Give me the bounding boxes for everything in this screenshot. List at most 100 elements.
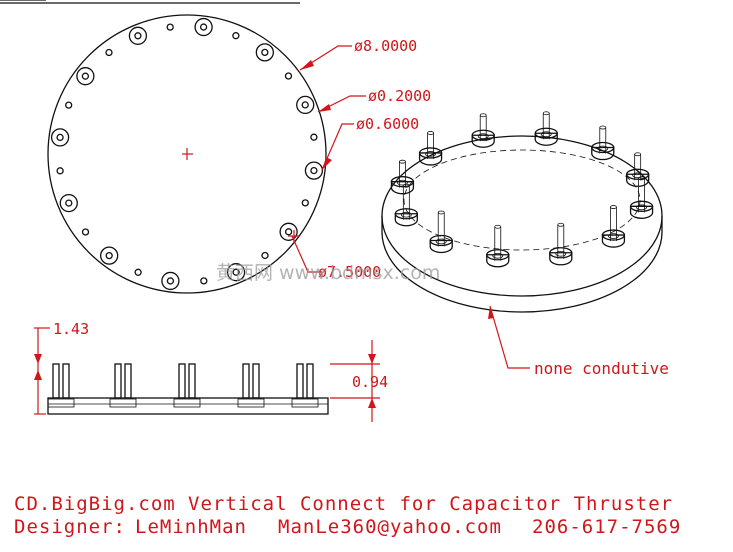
outer-diameter-label: ø8.0000: [354, 37, 417, 55]
outer-diameter-dimension: ø8.0000: [299, 37, 417, 71]
iso-socket-hole: [425, 151, 436, 157]
isometric-view: [381, 111, 663, 313]
large-hole: [128, 26, 148, 45]
drawing-title: Vertical Connect for Capacitor Thruster: [188, 493, 673, 515]
iso-pin-cap: [542, 111, 550, 116]
iso-pin-cap: [634, 152, 642, 157]
iso-socket-rim: [549, 247, 573, 259]
large-hole: [194, 17, 213, 37]
side-socket: [47, 398, 75, 408]
iso-socket: [418, 152, 443, 166]
large-hole-core: [310, 166, 318, 175]
large-hole-core: [65, 199, 73, 207]
side-socket: [237, 398, 265, 408]
iso-socket-rim: [418, 147, 443, 159]
iso-socket-rim: [486, 249, 510, 261]
iso-socket: [486, 254, 510, 268]
iso-socket-rim: [534, 127, 558, 139]
iso-socket: [601, 234, 626, 248]
side-view: 1.43 0.94: [34, 320, 388, 422]
large-hole-core: [284, 228, 293, 236]
side-socket: [291, 398, 319, 408]
center-mark: [182, 148, 193, 160]
iso-pin-cap: [399, 159, 406, 164]
iso-socket: [591, 146, 615, 161]
top-view-plate: [47, 14, 327, 294]
iso-socket: [626, 173, 650, 187]
large-hole-core: [56, 133, 64, 142]
large-hole-dimension: ø0.6000: [321, 115, 419, 171]
iso-socket: [534, 132, 558, 146]
designer-phone: 206-617-7569: [532, 516, 681, 538]
designer-name: LeMinhMan: [135, 516, 247, 538]
large-hole-core: [166, 277, 175, 285]
designer-label: Designer:: [14, 516, 126, 538]
iso-pin-cap: [610, 205, 617, 209]
iso-socket-rim: [471, 129, 495, 141]
iso-pin-cap: [557, 222, 565, 227]
small-hole: [261, 251, 269, 260]
iso-pin-cap: [494, 224, 502, 229]
iso-socket-hole: [397, 179, 408, 186]
bolt-circle-dimension: ø7.5000: [288, 230, 381, 281]
iso-socket-hole: [435, 238, 447, 245]
small-hole: [134, 268, 142, 276]
side-pin: [52, 363, 60, 399]
iso-socket-hole: [608, 233, 619, 239]
iso-socket: [429, 239, 453, 254]
side-pin: [252, 363, 260, 399]
bolt-circle-label: ø7.5000: [318, 263, 381, 281]
small-hole: [81, 228, 90, 236]
iso-pin-cap: [437, 210, 445, 215]
large-hole: [76, 67, 95, 86]
small-hole: [105, 48, 113, 57]
side-view-pins: [47, 363, 319, 408]
iso-socket-hole: [632, 172, 644, 179]
large-hole: [304, 161, 324, 180]
title-block: CD.BigBig.com Vertical Connect for Capac…: [14, 493, 681, 538]
iso-socket-hole: [492, 252, 504, 259]
large-hole: [50, 128, 70, 147]
top-view-hole-pattern: [50, 17, 324, 291]
overall-height-label: 1.43: [53, 320, 89, 338]
large-hole-core: [81, 72, 90, 80]
iso-socket-rim: [626, 168, 650, 180]
designer-email: ManLe360@yahoo.com: [278, 516, 502, 538]
side-pin: [114, 363, 122, 399]
side-socket: [173, 398, 201, 408]
iso-socket-hole: [555, 250, 567, 257]
base-height-dimension: 0.94: [330, 340, 388, 422]
small-hole: [310, 133, 318, 141]
side-pin: [242, 363, 250, 399]
iso-socket: [394, 213, 418, 227]
iso-socket-rim: [429, 234, 453, 247]
small-hole: [65, 101, 73, 109]
side-pin: [296, 363, 304, 399]
small-hole: [232, 32, 240, 40]
iso-pin-cap: [599, 125, 607, 130]
side-pin: [62, 363, 70, 399]
large-hole: [100, 246, 119, 265]
side-pin: [124, 363, 132, 399]
large-hole-diameter-label: ø0.6000: [356, 115, 419, 133]
large-hole-core: [301, 101, 309, 109]
material-note-label: none condutive: [534, 359, 669, 378]
iso-socket-hole: [400, 211, 412, 218]
small-hole: [166, 23, 174, 31]
small-hole: [284, 72, 293, 80]
iso-socket-rim: [394, 208, 418, 220]
large-hole-core: [105, 251, 113, 260]
overall-height-dimension: 1.43: [34, 320, 89, 415]
site-name: CD.BigBig.com: [14, 493, 176, 515]
iso-pin-cap: [427, 131, 434, 135]
large-hole-core: [199, 23, 208, 31]
iso-pin-cap: [479, 113, 487, 118]
large-hole-core: [134, 32, 142, 40]
iso-socket: [390, 181, 415, 195]
iso-socket-hole: [477, 133, 489, 140]
watermark: 黄西网 www.bdmsx.com: [216, 262, 440, 284]
side-pin: [178, 363, 186, 399]
side-pin: [188, 363, 196, 399]
iso-socket: [549, 252, 573, 266]
